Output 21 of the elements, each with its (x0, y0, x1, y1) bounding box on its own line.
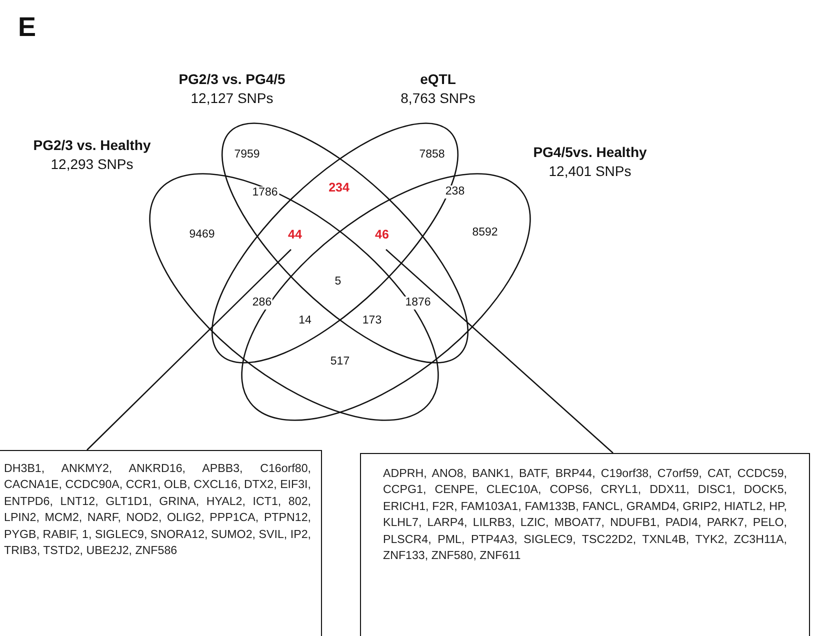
snp-count: 12,127 SNPs (190, 90, 274, 106)
gene-list-box (360, 453, 810, 636)
panel-letter: E (18, 12, 36, 43)
overlap-count: 44 (287, 228, 303, 242)
overlap-count: 46 (374, 228, 390, 242)
gene-list: ADPRH, ANO8, BANK1, BATF, BRP44, C19orf38, C7orf59, CAT, CCDC59, CCPG1, CENPE, CLEC10A, COPS6, CRYL1, DDX11, DISC1, DOCK5, ERICH1, F2R, FAM103A1, FAM133B, FANCL, GRAMD4, GRIP2, HIATL2, HP, KLHL7, LARP4, LILRB3, LZIC, MBOAT7, NDUFB1, PADI4, PARK7, PELO, PLSCR4, PML, PTP4A3, SIGLEC9, TSC22D2, TXNL4B, TYK2, ZC3H11A, ZNF133, ZNF580, ZNF611 (383, 466, 787, 564)
set-title: PG2/3 vs. Healthy (33, 137, 151, 153)
leader-line (86, 249, 292, 450)
gene-list: DH3B1, ANKMY2, ANKRD16, APBB3, C16orf80, CACNA1E, CCDC90A, CCR1, OLB, CXCL16, DTX2, EIF3I, ENTPD6, LNT12, GLT1D1, GRINA, HYAL2, ICT1, 802, LPIN2, MCM2, NARF, NOD2, OLIG2, PPP1CA, PTPN12, PYGB, RABIF, 1, SIGLEC9, SNORA12, SUMO2, SVIL, IP2, TRIB3, TSTD2, UBE2J2, ZNF586 (4, 461, 311, 560)
set-title: eQTL (420, 71, 456, 87)
region-count: 286 (251, 296, 273, 310)
snp-count: 8,763 SNPs (400, 90, 476, 106)
region-count: 234 (328, 182, 350, 194)
snp-count: 12,401 SNPs (548, 163, 632, 179)
region-count: 1876 (404, 296, 432, 310)
leader-line (386, 249, 614, 454)
snp-count: 12,293 SNPs (50, 156, 134, 172)
set-title: PG4/5vs. Healthy (533, 144, 647, 160)
region-count: 238 (444, 186, 466, 198)
gene-list-box (0, 450, 322, 636)
set-title: PG2/3 vs. PG4/5 (178, 71, 286, 87)
